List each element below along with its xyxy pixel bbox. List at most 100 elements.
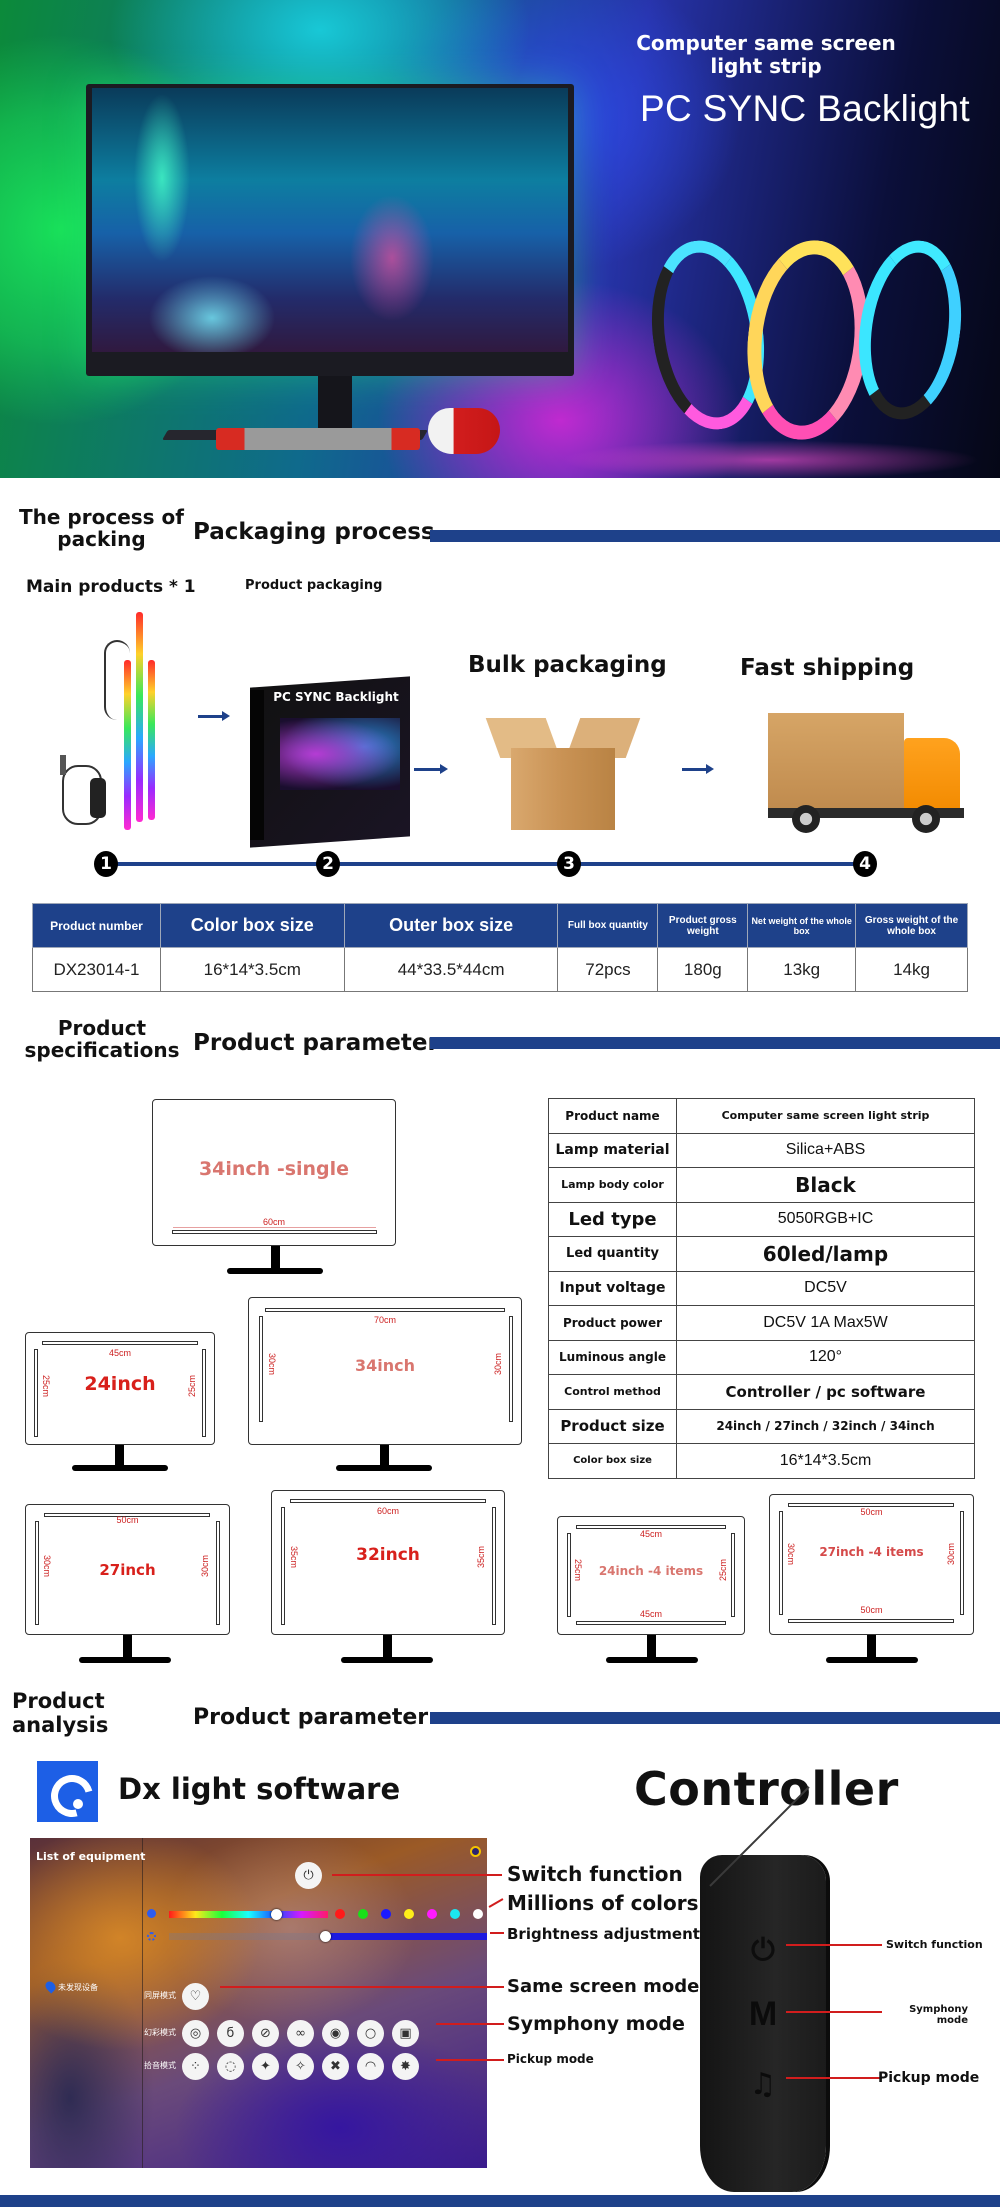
controller-title: Controller [634,1762,899,1816]
gamepad [428,408,500,454]
symphony-effect-button[interactable]: ∞ [287,2020,314,2047]
inline-controller [90,778,106,818]
color-swatch[interactable] [381,1909,391,1919]
callout-symphony-mode: Symphony mode [507,2013,685,2035]
remote-music-note-icon[interactable]: ♫ [749,2067,777,2102]
light-strip-bar [124,660,131,830]
same-screen-mode-button[interactable]: ♡ [182,1983,209,2010]
color-swatch[interactable] [427,1909,437,1919]
section-heading: Packaging process [193,519,435,545]
light-strip-bar [509,1316,513,1422]
product-package-art [280,718,400,790]
device-status-text: 未发现设备 [58,1983,98,1992]
monitor-stand-neck [115,1445,124,1467]
light-strip-bar [281,1507,285,1625]
spec-value: DC5V [676,1270,975,1306]
dimension-label: 70cm [373,1315,396,1325]
pickup-effect-button[interactable]: ✦ [252,2053,279,2080]
floor-glow [560,440,980,478]
dimension-label: 45cm [639,1529,662,1539]
pickup-effect-button[interactable]: ⁘ [182,2053,209,2080]
pickup-effect-button[interactable]: ◠ [357,2053,384,2080]
table-cell: 44*33.5*44cm [343,947,559,992]
spec-key: Led quantity [548,1236,677,1272]
dimension-label: 30cm [786,1543,796,1566]
dx-app-logo-icon [37,1761,98,1822]
section-divider-bar [430,1712,1000,1724]
section-divider-bar [430,1037,1000,1049]
process-timeline [106,862,866,866]
dimension-label: 35cm [289,1546,299,1569]
pickup-effect-button[interactable]: ✖ [322,2053,349,2080]
location-pin-icon [43,1979,58,1994]
monitor-stand-base [341,1657,433,1663]
spec-value: DC5V 1A Max5W [676,1305,975,1341]
remote-power-button-icon[interactable]: ⏻ [751,1933,775,1968]
color-swatch[interactable] [358,1909,368,1919]
dimension-label: 25cm [573,1559,583,1582]
mode-label-pickup: 拾音模式 [144,2061,176,2070]
hue-slider-track[interactable] [169,1911,328,1918]
color-swatch[interactable] [404,1909,414,1919]
hero-title: PC SYNC Backlight [640,88,970,129]
table-header: Net weight of the whole box [747,903,857,948]
monitor-size-label: 24inch -4 items [598,1564,704,1578]
spec-value: 24inch / 27inch / 32inch / 34inch [676,1408,975,1444]
hero-subtitle: Computer same screen light strip [636,31,896,78]
spec-value: 16*14*3.5cm [676,1443,975,1479]
power-button[interactable]: ⏻ [295,1862,322,1889]
truck-wheel [912,805,940,833]
light-strip-bar [44,1513,210,1517]
monitor-diagram: 45cm 45cm 25cm 25cm 24inch -4 items [557,1516,745,1635]
footer-bar [0,2195,1000,2207]
color-swatch[interactable] [450,1909,460,1919]
callout-same-screen-mode: Same screen mode [507,1976,700,1997]
color-swatch[interactable] [473,1909,483,1919]
monitor-stand-base [826,1657,918,1663]
light-strip-bar [265,1308,505,1312]
symphony-effect-button[interactable]: ▣ [392,2020,419,2047]
callout-line [490,1932,504,1934]
callout-millions-of-colors: Millions of colors [507,1891,699,1915]
spec-value: 120° [676,1339,975,1375]
spec-key: Control method [548,1374,677,1410]
symphony-effect-button[interactable]: ϭ [217,2020,244,2047]
hero-monitor-screen [92,88,568,352]
pickup-effect-button[interactable]: ✸ [392,2053,419,2080]
brightness-slider-knob[interactable] [319,1931,331,1942]
symphony-effect-button[interactable]: ◉ [322,2020,349,2047]
color-swatch[interactable] [335,1909,345,1919]
symphony-effect-button[interactable]: ◎ [182,2020,209,2047]
mode-label-same-screen: 同屏模式 [144,1991,176,2000]
monitor-stand-neck [318,376,352,436]
dimension-label: 50cm [116,1515,139,1525]
light-strip-ring [737,234,879,446]
light-strip-bar [576,1525,726,1529]
symphony-effect-button[interactable]: ⊘ [252,2020,279,2047]
section-divider-bar [430,530,1000,542]
dimension-label: 60cm [262,1217,285,1227]
pickup-effect-button[interactable]: ✧ [287,2053,314,2080]
remote-mode-button[interactable]: M [748,1995,778,2033]
spec-key: Lamp material [548,1132,677,1168]
monitor-stand-base [336,1465,432,1471]
pickup-effect-button[interactable]: ◌ [217,2053,244,2080]
section-left-heading: The process of packing [19,505,184,551]
hue-slider-knob[interactable] [270,1909,282,1920]
settings-gear-icon[interactable] [470,1846,481,1857]
light-strip-bar [960,1511,964,1615]
monitor-diagram: 70cm 30cm 30cm 34inch [248,1297,522,1445]
symphony-effect-button[interactable]: ○ [357,2020,384,2047]
spec-value: Silica+ABS [676,1132,975,1168]
monitor-stand-neck [647,1635,656,1659]
dimension-label: 30cm [267,1353,277,1376]
software-screenshot-panel: List of equipment 未发现设备 ⏻ 同屏模式 ♡ 幻彩模式 ◎ … [30,1838,487,2168]
step-number: 4 [853,851,877,877]
